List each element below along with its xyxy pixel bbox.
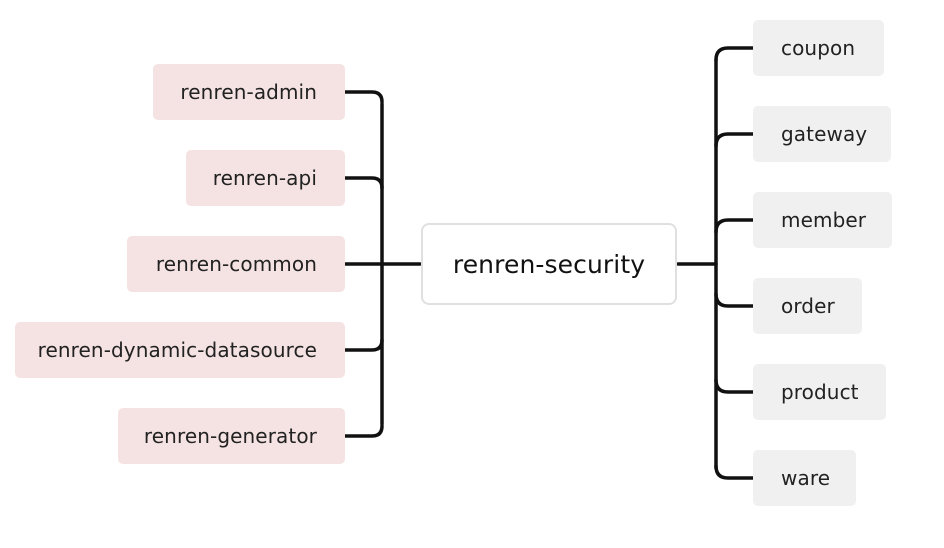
node-coupon[interactable]: coupon [753,20,884,76]
connector-right-ware [714,464,755,480]
node-label: renren-api [212,166,317,190]
connector-right-order [714,292,755,308]
connector-left-renren-api [343,176,384,190]
node-renren-generator[interactable]: renren-generator [118,408,345,464]
node-label: product [781,380,859,404]
node-label: renren-dynamic-datasource [37,338,317,362]
root-node-label: renren-security [452,249,646,279]
node-label: renren-common [155,252,317,276]
node-renren-admin[interactable]: renren-admin [153,64,345,120]
node-gateway[interactable]: gateway [753,106,891,162]
node-renren-common[interactable]: renren-common [127,236,345,292]
connector-right-member [714,218,755,234]
connector-right-coupon [714,46,755,62]
node-label: member [781,208,867,232]
connector-right-product [714,378,755,394]
node-label: gateway [781,122,868,146]
node-renren-dynamic-datasource[interactable]: renren-dynamic-datasource [15,322,345,378]
node-order[interactable]: order [753,278,862,334]
node-label: ware [781,466,831,490]
node-product[interactable]: product [753,364,886,420]
connector-left-renren-generator [343,424,384,438]
connector-right-gateway [714,132,755,148]
root-node-renren-security[interactable]: renren-security [421,223,677,305]
node-renren-api[interactable]: renren-api [186,150,345,206]
node-label: order [781,294,835,318]
node-member[interactable]: member [753,192,892,248]
node-label: renren-admin [180,80,317,104]
node-label: renren-generator [143,424,317,448]
connector-left-renren-dynamic-datasource [343,338,384,352]
connector-left-renren-admin [343,90,384,104]
node-label: coupon [781,36,856,60]
node-ware[interactable]: ware [753,450,856,506]
